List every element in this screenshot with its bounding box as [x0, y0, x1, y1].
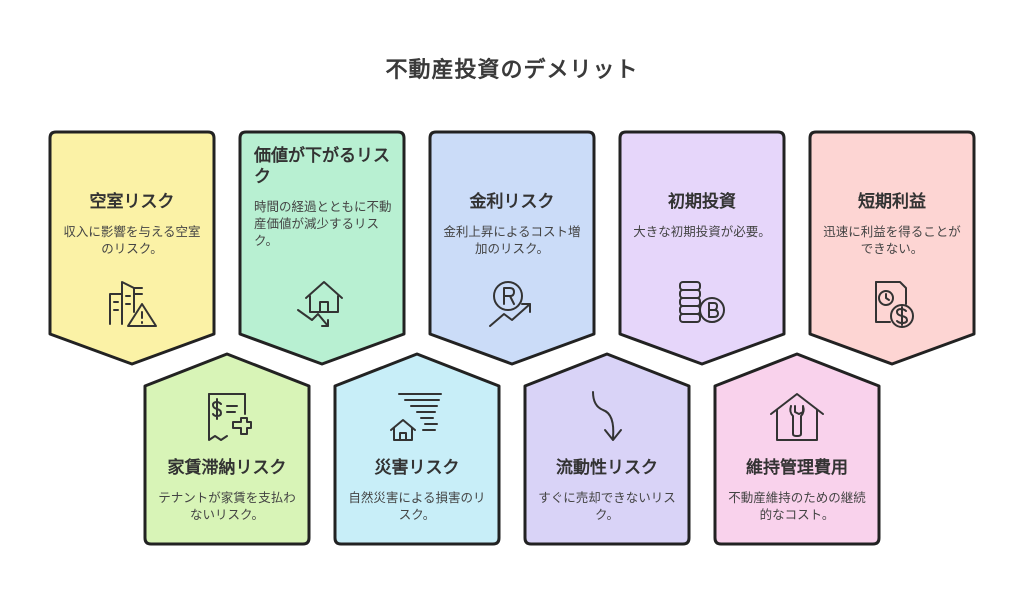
card-title: 家賃滞納リスク	[167, 458, 287, 478]
card-shape	[713, 352, 881, 546]
card-short-term-profit: 短期利益 迅速に利益を得ることができない。	[808, 130, 976, 366]
card-description: テナントが家賃を支払わないリスク。	[158, 490, 296, 522]
card-maintenance-cost: 維持管理費用 不動産維持のための継続的なコスト。	[713, 352, 881, 546]
card-shape	[428, 130, 596, 366]
card-shape	[143, 352, 311, 546]
card-description: 不動産維持のための継続的なコスト。	[728, 490, 866, 522]
card-disaster-risk: 災害リスク 自然災害による損害のリスク。	[333, 352, 501, 546]
card-initial-investment: 初期投資 大きな初期投資が必要。	[618, 130, 786, 366]
card-description: 大きな初期投資が必要。	[633, 224, 771, 239]
time-money-icon	[860, 274, 924, 334]
card-interest-rate-risk: 金利リスク 金利上昇によるコスト増加のリスク。	[428, 130, 596, 366]
card-shape	[333, 352, 501, 546]
coins-bitcoin-icon	[670, 274, 734, 334]
card-title: 空室リスク	[89, 192, 175, 212]
house-wrench-icon	[765, 388, 829, 448]
card-shape	[238, 130, 406, 366]
card-value-decline-risk: 価値が下がるリスク 時間の経過とともに不動産価値が減少するリスク。	[238, 130, 406, 366]
card-title: 価値が下がるリスク	[254, 146, 390, 187]
card-shape	[523, 352, 691, 546]
card-description: 自然災害による損害のリスク。	[348, 490, 486, 522]
card-shape	[48, 130, 216, 366]
card-description: すぐに売却できないリスク。	[538, 490, 676, 522]
card-description: 収入に影響を与える空室のリスク。	[63, 224, 201, 256]
house-tornado-icon	[385, 388, 449, 448]
card-title: 短期利益	[858, 192, 926, 212]
diagram-title: 不動産投資のデメリット	[385, 58, 639, 83]
card-title: 金利リスク	[469, 192, 555, 212]
vacant-building-warning-icon	[100, 274, 164, 334]
card-vacancy-risk: 空室リスク 収入に影響を与える空室のリスク。	[48, 130, 216, 366]
card-rent-arrears-risk: 家賃滞納リスク テナントが家賃を支払わないリスク。	[143, 352, 311, 546]
curved-arrow-down-icon	[575, 388, 639, 448]
house-down-arrow-icon	[290, 274, 354, 334]
card-shape	[618, 130, 786, 366]
card-title: 初期投資	[668, 192, 736, 212]
card-title: 流動性リスク	[556, 458, 658, 478]
card-description: 金利上昇によるコスト増加のリスク。	[443, 224, 581, 256]
card-description: 時間の経過とともに不動産価値が減少するリスク。	[254, 199, 392, 248]
card-liquidity-risk: 流動性リスク すぐに売却できないリスク。	[523, 352, 691, 546]
card-description: 迅速に利益を得ることができない。	[823, 224, 961, 256]
card-title: 災害リスク	[374, 458, 460, 478]
card-shape	[808, 130, 976, 366]
interest-rate-up-icon	[480, 274, 544, 334]
card-title: 維持管理費用	[746, 458, 848, 478]
bill-medical-icon	[195, 388, 259, 448]
